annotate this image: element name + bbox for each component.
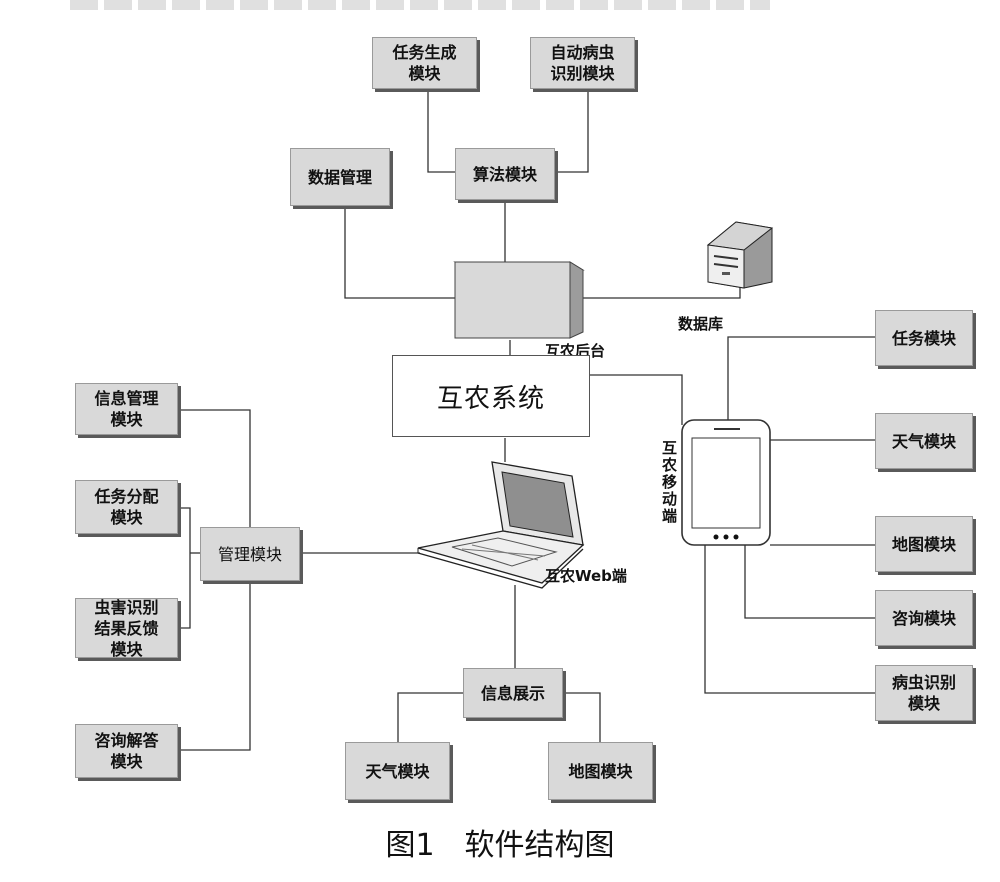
mobile-weather-module: 天气模块: [875, 413, 973, 469]
management-hub: 管理模块: [200, 527, 300, 581]
mobile-label: 互农移动端: [662, 439, 678, 525]
figure-caption: 图1 软件结构图: [385, 828, 615, 863]
mobile-weather-label: 天气模块: [891, 431, 956, 451]
data-management-label: 数据管理: [307, 167, 372, 187]
web-label: 互农Web端: [545, 567, 627, 585]
database-label: 数据库: [678, 315, 724, 333]
laptop-icon: [417, 461, 585, 589]
task-generation-module: 任务生成 模块: [372, 37, 477, 89]
task-assignment-label: 任务分配 模块: [94, 487, 159, 527]
mobile-map-module: 地图模块: [875, 516, 973, 572]
info-weather-label: 天气模块: [365, 761, 430, 781]
mobile-task-module: 任务模块: [875, 310, 973, 366]
mobile-task-label: 任务模块: [891, 328, 956, 348]
mobile-pest-label: 病虫识别 模块: [891, 673, 956, 713]
connector-autopest-algorithm: [552, 88, 589, 173]
mobile-consult-module: 咨询模块: [875, 590, 973, 646]
connector-system-mobile: [590, 374, 683, 425]
management-hub-label: 管理模块: [217, 544, 282, 564]
smartphone-icon: [681, 419, 771, 546]
system-label: 互农系统: [436, 383, 545, 414]
connector-info-map: [563, 692, 601, 742]
mobile-pest-module: 病虫识别 模块: [875, 665, 973, 721]
connector-mobile-task: [727, 336, 875, 420]
pest-feedback-label: 虫害识别 结果反馈 模块: [94, 597, 159, 659]
info-display-label: 信息展示: [480, 683, 545, 703]
info-management-module: 信息管理 模块: [75, 383, 178, 435]
consult-answer-label: 咨询解答 模块: [94, 731, 159, 771]
connector-info-weather: [397, 692, 463, 742]
info-weather-module: 天气模块: [345, 742, 450, 800]
connector-mobile-consult: [744, 545, 875, 619]
info-management-label: 信息管理 模块: [94, 389, 159, 429]
task-assignment-module: 任务分配 模块: [75, 480, 178, 534]
auto-pest-recognition-label: 自动病虫 识别模块: [550, 43, 615, 83]
pest-feedback-module: 虫害识别 结果反馈 模块: [75, 597, 178, 659]
consult-answer-module: 咨询解答 模块: [75, 724, 178, 778]
cropped-text-band: [70, 0, 770, 10]
system-box: 互农系统: [392, 355, 590, 437]
connector-datamgmt-server: [344, 208, 455, 299]
auto-pest-recognition-module: 自动病虫 识别模块: [530, 37, 635, 89]
backend-server-box: [453, 261, 585, 339]
connector-management-bracket: [178, 507, 191, 629]
mobile-map-label: 地图模块: [891, 534, 956, 554]
task-generation-label: 任务生成 模块: [392, 43, 457, 83]
info-display-hub: 信息展示: [463, 668, 563, 718]
mobile-consult-label: 咨询模块: [891, 608, 956, 628]
data-management-module: 数据管理: [290, 148, 390, 206]
algorithm-label: 算法模块: [472, 164, 537, 184]
algorithm-module: 算法模块: [455, 148, 555, 200]
connector-mobile-pest: [704, 545, 875, 694]
connector-taskgen-algorithm: [427, 88, 455, 173]
connector-server-database: [575, 285, 741, 299]
info-map-module: 地图模块: [548, 742, 653, 800]
info-map-label: 地图模块: [568, 761, 633, 781]
database-server-icon: [706, 221, 774, 289]
